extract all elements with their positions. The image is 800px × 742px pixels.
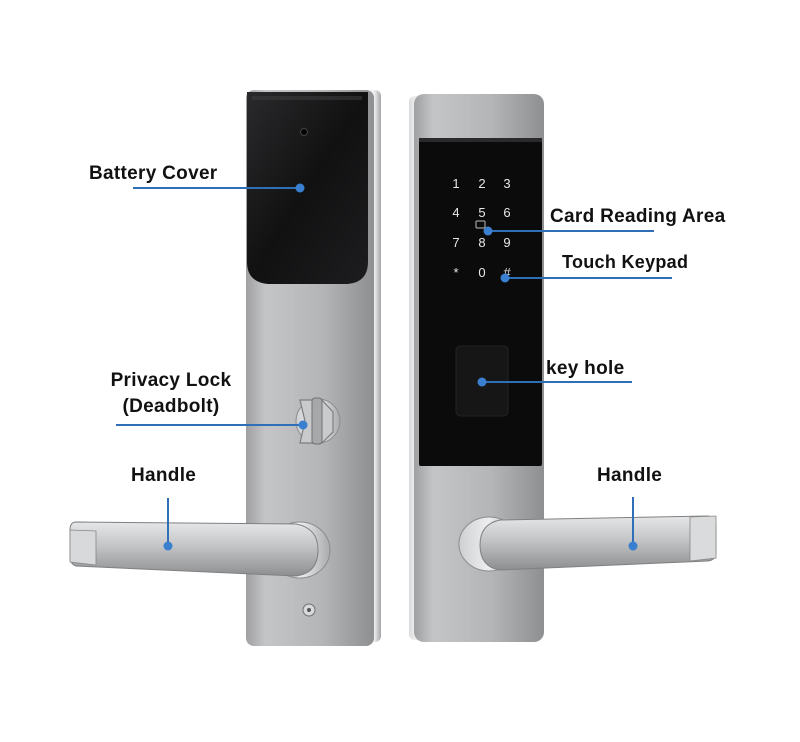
keypad-key: 4: [452, 205, 459, 220]
keypad-key: 6: [503, 205, 510, 220]
keypad-key: *: [453, 265, 458, 280]
dot-card-reading: [483, 226, 493, 236]
label-touch-keypad: Touch Keypad: [562, 252, 689, 272]
dot-touch-keypad: [500, 273, 510, 283]
dot-handle-right: [628, 541, 638, 551]
label-privacy-lock: Privacy Lock (Deadbolt): [96, 370, 246, 418]
dot-privacy-lock: [298, 420, 308, 430]
keypad-key: 2: [478, 176, 485, 191]
interior-handle: [69, 521, 331, 579]
interior-lock-body: [69, 90, 381, 646]
card-reader-icon: [475, 220, 486, 229]
dot-battery-cover: [295, 183, 305, 193]
keypad-key: 5: [478, 205, 485, 220]
label-privacy-lock-line1: Privacy Lock: [110, 370, 232, 391]
dot-handle-left: [163, 541, 173, 551]
leader-dots: [163, 183, 638, 551]
label-handle-right: Handle: [597, 465, 663, 486]
keypad-key: 3: [503, 176, 510, 191]
label-key-hole: key hole: [546, 358, 625, 379]
dot-key-hole: [477, 377, 487, 387]
keypad-key: 0: [478, 265, 485, 280]
keypad-key: 7: [452, 235, 459, 250]
keypad-key: 1: [452, 176, 459, 191]
keypad-keys: 1 2 3 4 5 6 7 8 9 * 0 #: [452, 176, 511, 280]
label-handle-left: Handle: [131, 465, 197, 486]
keypad-key: 8: [478, 235, 485, 250]
label-card-reading-area: Card Reading Area: [550, 206, 726, 227]
battery-cover: [247, 92, 368, 284]
leader-lines: [116, 187, 672, 545]
keypad-key: #: [503, 265, 511, 280]
label-battery-cover: Battery Cover: [89, 163, 218, 184]
exterior-handle: [458, 515, 717, 572]
keypad-key: 9: [503, 235, 510, 250]
label-privacy-lock-line2: (Deadbolt): [122, 396, 220, 417]
